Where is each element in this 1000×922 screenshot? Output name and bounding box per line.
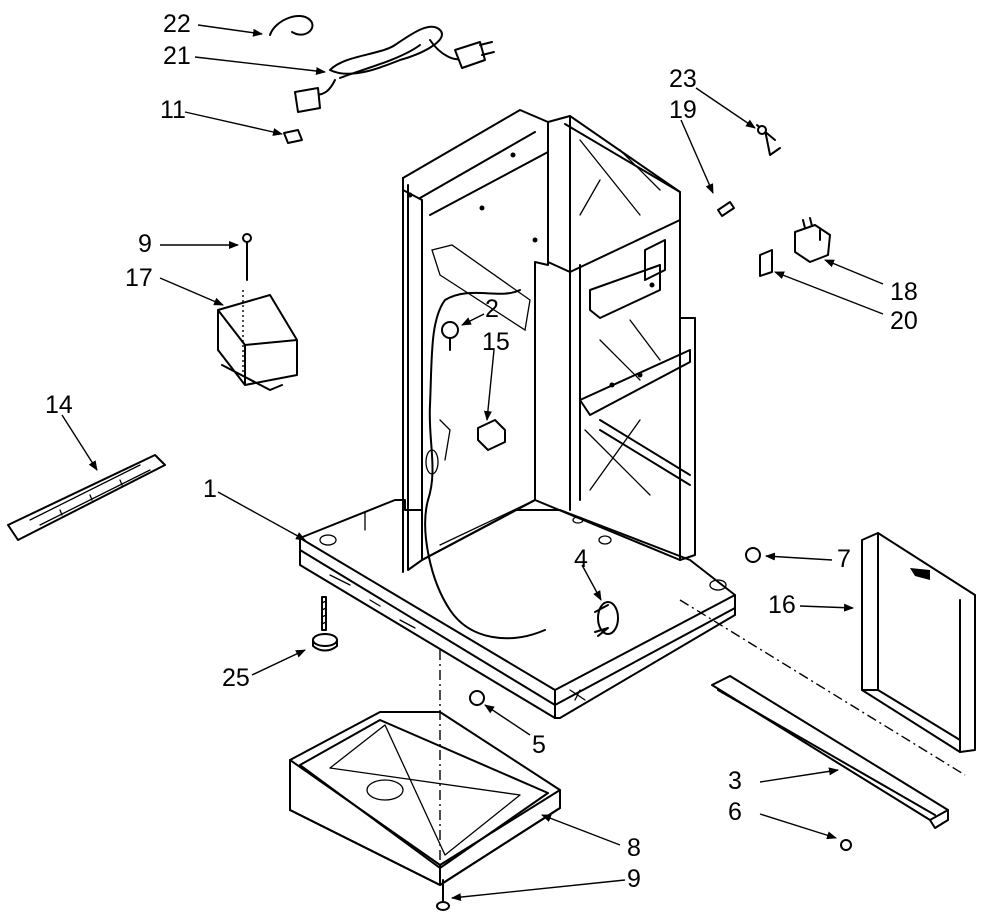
part-15-relay: [477, 419, 506, 451]
callout-17: 17: [125, 264, 153, 292]
part-7-nut: [745, 547, 761, 563]
callout-18: 18: [890, 278, 918, 306]
part-9-screw-bottom: [436, 650, 450, 911]
callout-25: 25: [222, 664, 250, 692]
callout-22: 22: [163, 10, 191, 38]
callout-11: 11: [160, 96, 186, 124]
part-14-strip: [7, 454, 166, 541]
assembly-axis-line: [679, 599, 966, 776]
part-25-foot: [312, 596, 338, 652]
callout-3: 3: [728, 767, 742, 795]
bottom-cover: [289, 711, 561, 886]
callout-2: 2: [485, 295, 499, 323]
part-16-panel: [861, 532, 976, 753]
callout-9-bottom: 9: [627, 865, 641, 893]
part-2-component: [441, 321, 459, 351]
part-5-nut: [469, 690, 485, 706]
part-21-power-cord: [294, 25, 495, 113]
part-23-clip: [756, 124, 781, 156]
cabinet-frame: [402, 109, 696, 573]
part-18-switch: [794, 217, 831, 263]
callout-9-top: 9: [138, 230, 152, 258]
part-6-screw: [840, 839, 852, 851]
callout-20: 20: [890, 307, 918, 335]
callout-4: 4: [574, 545, 588, 573]
callout-8: 8: [627, 834, 641, 862]
part-17-bracket: [217, 294, 298, 391]
callout-19: 19: [669, 96, 697, 124]
callout-21: 21: [163, 42, 191, 70]
callout-1: 1: [203, 475, 217, 503]
part-11-fastener: [283, 129, 303, 144]
part-22-clip: [269, 15, 314, 36]
part-9-screw-top: [242, 233, 252, 375]
callout-16: 16: [768, 591, 796, 619]
callout-23: 23: [669, 65, 697, 93]
part-20-plate: [759, 249, 773, 277]
part-19-screw: [717, 201, 735, 217]
callout-5: 5: [532, 731, 546, 759]
callout-15: 15: [482, 328, 510, 356]
callout-6: 6: [728, 798, 742, 826]
part-3-rail: [711, 675, 949, 829]
part-4-component: [594, 601, 619, 637]
callout-14: 14: [45, 391, 73, 419]
base-pan: [299, 499, 736, 719]
callout-7: 7: [837, 545, 851, 573]
leader-lines: [61, 24, 884, 902]
wire-harness: [424, 289, 546, 640]
